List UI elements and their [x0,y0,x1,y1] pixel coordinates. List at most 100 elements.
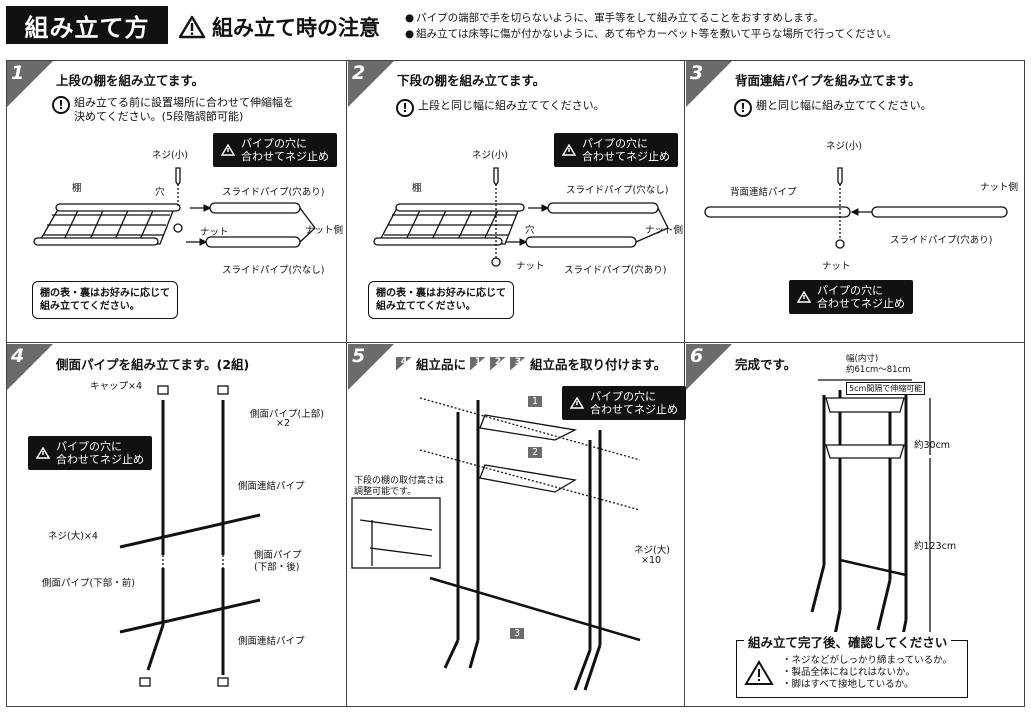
label-shelf: 棚 [412,183,422,194]
caution-note: 組み立ては床等に傷が付かないように、あて布やカーペット等を敷いて平らな場所で行っ… [405,26,897,42]
screw-callout: パイプの穴に合わせてネジ止め [554,133,678,167]
label-nut: ナット [822,261,851,272]
callout-line: 合わせてネジ止め [582,150,670,163]
step-panel-2 [347,60,685,343]
label-screw: ネジ(小) [152,150,188,161]
step-warning: ! 組み立てる前に設置場所に合わせて伸縮幅を決めてください。(5段階調節可能) [52,96,294,124]
step-number-badge: 4 [7,344,53,390]
step-title: 下段の棚を組み立てます。 [397,73,546,88]
warning-triangle-icon [562,144,576,156]
dim-step-note: 5cm間隔で伸縮可能 [846,382,926,395]
caution-heading-text: 組み立て時の注意 [212,16,380,40]
warning-triangle-icon [570,397,584,409]
warning-line: 棚と同じ幅に組み立ててください。 [756,99,932,112]
step-title: 側面パイプを組み立てます。(2組) [56,357,250,372]
label-screw-qty: ×10 [641,555,662,566]
part-badge: 3 [510,628,525,639]
step-title: 上段の棚を組み立てます。 [56,73,205,88]
label-side-upper-qty: ×2 [276,418,291,429]
label-hole: 穴 [525,225,535,236]
exclamation-icon: ! [734,99,752,117]
label-cap: キャップ×4 [90,381,143,392]
part-badge: 2 [528,447,543,458]
step-panel-5 [347,343,685,707]
dim-width-label: 幅 [846,354,855,364]
callout-line: パイプの穴に [817,284,883,297]
label-side-lower-back-2: (下部・後) [254,562,300,573]
label-side-link: 側面連結パイプ [238,636,305,647]
checklist-title: 組み立て完了後、確認してください [744,632,952,651]
label-side-lower-back: 側面パイプ [254,550,302,561]
dim-height-1: 約30cm [914,440,951,451]
label-hole: 穴 [155,187,165,198]
warning-triangle-icon [797,291,811,303]
checklist-items: ネジなどがしっかり締まっているか。 製品全体にねじれはないか。 脚はすべて接地し… [782,655,952,691]
callout-line: パイプの穴に [241,137,307,150]
warning-line: 決めてください。(5段階調節可能) [74,110,244,123]
surface-note: 棚の表・裏はお好みに応じて組み立ててください。 [32,281,178,319]
step-number-badge: 3 [686,61,732,107]
label-side-upper: 側面パイプ(上部) [250,409,324,420]
steps-grid [6,60,1025,707]
checklist-item: 製品全体にねじれはないか。 [782,667,952,679]
inset-note: 下段の棚の取付高さは調整可能です。 [354,476,444,498]
label-nut: ナット [200,227,229,238]
label-screw: ネジ(小) [826,141,862,152]
note-line: 棚の表・裏はお好みに応じて [376,288,506,299]
label-slide-with-hole: スライドパイプ(穴あり) [564,265,667,276]
callout-line: 合わせてネジ止め [56,453,144,466]
step-panel-3 [685,60,1025,343]
screw-callout: パイプの穴に合わせてネジ止め [562,386,686,420]
dim-height-2: 約123cm [914,541,957,552]
caution-note: パイプの端部で手を切らないように、軍手等をして組み立てることをおすすめします。 [405,10,897,26]
part-badge: 1 [528,396,543,407]
screw-small [175,167,181,187]
label-nut-side: ナット側 [305,225,344,236]
callout-line: パイプの穴に [56,440,122,453]
step-title: 4 組立品に 1 2 3 組立品を取り付けます。 [396,354,666,373]
screw-callout: パイプの穴に合わせてネジ止め [789,280,913,314]
label-nut: ナット [516,261,545,272]
label-screw-large: ネジ(大) [634,545,670,556]
note-line: 組み立ててください。 [40,301,140,312]
exclamation-icon: ! [396,99,414,117]
label-side-link: 側面連結パイプ [238,481,305,492]
title-part: 組立品を取り付けます。 [530,357,667,372]
step-number-badge: 2 [348,61,394,107]
label-side-lower-front: 側面パイプ(下部・前) [42,578,135,589]
warning-line: 組み立てる前に設置場所に合わせて伸縮幅を [74,96,294,109]
step-title: 背面連結パイプを組み立てます。 [735,73,921,88]
page-title: 組み立て方 [6,6,168,44]
warning-line: 上段と同じ幅に組み立ててください。 [418,99,605,112]
badge-icon: 4 [396,356,412,371]
step-number-badge: 6 [686,344,732,390]
label-slide-with-hole: スライドパイプ(穴あり) [222,187,325,198]
callout-line: 合わせてネジ止め [590,403,678,416]
exclamation-icon: ! [52,96,70,114]
caution-heading: 組み立て時の注意 [178,8,380,46]
step-number-badge: 5 [348,344,394,390]
step-number-badge: 1 [7,61,53,107]
callout-line: パイプの穴に [590,390,656,403]
label-shelf: 棚 [72,183,82,194]
label-back-pipe: 背面連結パイプ [730,187,797,198]
inset-line: 調整可能です。 [354,487,417,497]
surface-note: 棚の表・裏はお好みに応じて組み立ててください。 [368,281,514,319]
badge-icon: 3 [510,356,527,371]
step-panel-4 [6,343,347,707]
checklist-item: 脚はすべて接地しているか。 [782,679,952,691]
label-nut-side: ナット側 [980,182,1019,193]
warning-triangle-icon [221,144,235,156]
label-slide-with-hole: スライドパイプ(穴あり) [890,235,993,246]
label-screw: ネジ(小) [472,150,508,161]
label-nut-side: ナット側 [645,225,684,236]
note-line: 棚の表・裏はお好みに応じて [40,288,170,299]
screw-callout: パイプの穴に合わせてネジ止め [213,133,337,167]
step-title: 完成です。 [735,357,797,372]
note-line: 組み立ててください。 [376,301,476,312]
label-slide-no-hole: スライドパイプ(穴なし) [566,185,669,196]
step-warning: ! 棚と同じ幅に組み立ててください。 [734,99,932,117]
dim-width: 幅(内寸) [846,352,878,364]
label-screw-large: ネジ(大)×4 [48,531,98,542]
badge-icon: 2 [490,356,507,371]
